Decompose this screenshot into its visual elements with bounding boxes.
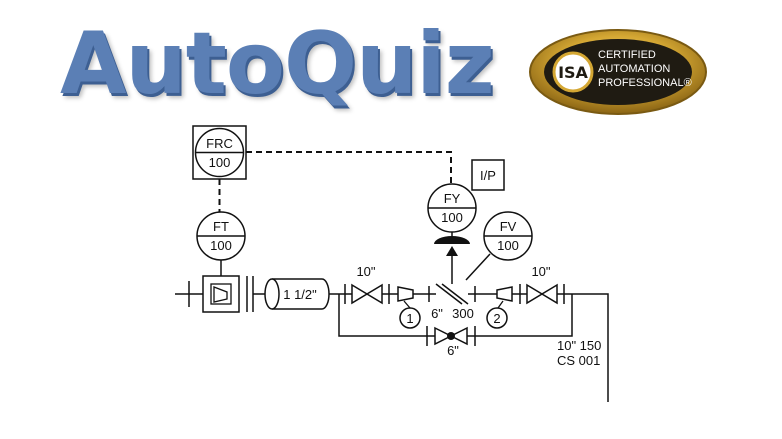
reducer-right bbox=[468, 286, 513, 302]
bypass-valve: 6" bbox=[426, 326, 476, 358]
bypass-size-label: 6" bbox=[447, 343, 459, 358]
bypass-line-left bbox=[338, 294, 427, 337]
signal-line-frc-ip bbox=[246, 151, 452, 186]
valve-right-size: 10" bbox=[531, 264, 550, 279]
line-spec-2: CS 001 bbox=[557, 353, 600, 368]
badge-line-3: PROFESSIONAL® bbox=[598, 77, 692, 89]
control-valve-fv: 6" 300 bbox=[429, 283, 474, 321]
fy-instrument: FY 100 bbox=[427, 183, 477, 233]
pipe-section: 1 1/2" bbox=[264, 278, 330, 310]
ip-converter-box: I/P bbox=[471, 159, 505, 191]
badge-line-1: CERTIFIED bbox=[598, 49, 656, 61]
valve-left-size: 10" bbox=[356, 264, 375, 279]
balloon-2-text: 2 bbox=[493, 311, 500, 326]
frc-instrument: FRC 100 bbox=[192, 125, 247, 180]
balloon-1-text: 1 bbox=[406, 311, 413, 326]
reducer-left bbox=[397, 286, 430, 302]
pipe-size-label: 1 1/2" bbox=[283, 287, 317, 302]
callout-balloon-2: 2 bbox=[486, 300, 508, 329]
frc-tag: FRC bbox=[206, 136, 233, 151]
fv-instrument: FV 100 bbox=[483, 211, 533, 261]
ft-number: 100 bbox=[210, 238, 232, 253]
autoquiz-logo-title: AutoQuiz bbox=[60, 14, 495, 114]
badge-line-2: AUTOMATION bbox=[598, 63, 670, 75]
ip-label: I/P bbox=[480, 168, 496, 183]
fy-number: 100 bbox=[441, 210, 463, 225]
reducer-size-label: 6" bbox=[431, 306, 443, 321]
flow-element bbox=[202, 275, 240, 313]
fv-number: 100 bbox=[497, 238, 519, 253]
ft-instrument: FT 100 bbox=[196, 211, 246, 261]
isa-seal-text: ISA bbox=[558, 63, 588, 82]
frc-number: 100 bbox=[209, 155, 231, 170]
rating-label: 300 bbox=[452, 306, 474, 321]
isa-seal-icon: ISA bbox=[552, 51, 594, 93]
callout-balloon-1: 1 bbox=[399, 300, 421, 329]
fv-tag: FV bbox=[500, 219, 517, 234]
fv-leader bbox=[465, 253, 491, 281]
diaphragm-actuator bbox=[434, 236, 470, 244]
block-valve-right: 10" bbox=[512, 264, 565, 305]
fy-tag: FY bbox=[444, 191, 461, 206]
stem-arrow bbox=[446, 246, 458, 256]
block-valve-left: 10" bbox=[344, 264, 390, 305]
line-spec-1: 10" 150 bbox=[557, 338, 601, 353]
ft-tag: FT bbox=[213, 219, 229, 234]
isa-certified-badge: ISA CERTIFIED AUTOMATION PROFESSIONAL® bbox=[529, 29, 707, 115]
process-line-outlet bbox=[564, 293, 609, 402]
bypass-line-right bbox=[475, 294, 573, 337]
